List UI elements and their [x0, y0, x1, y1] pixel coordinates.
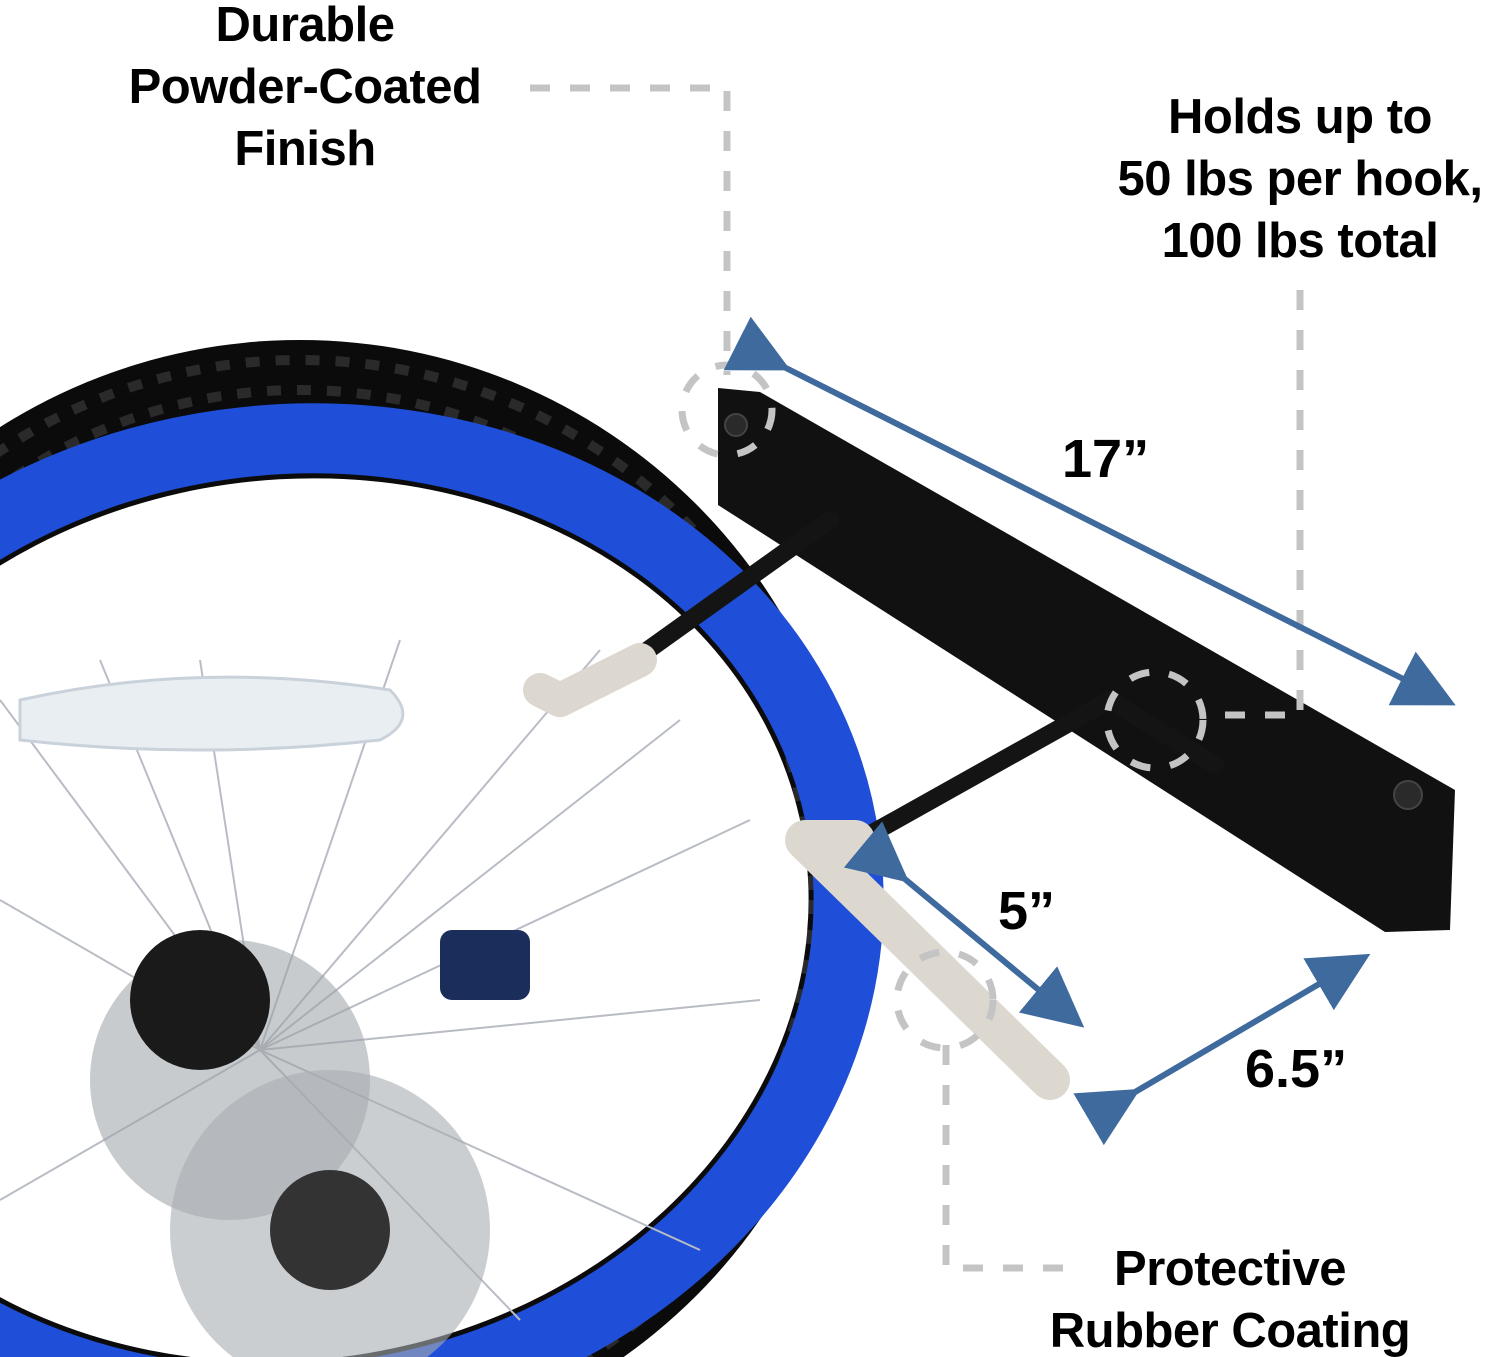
callout-line: 100 lbs total: [1161, 214, 1439, 268]
dimension-hook-depth: 6.5”: [1245, 1039, 1348, 1099]
callout-line: Rubber Coating: [1049, 1304, 1411, 1357]
callout-line: Holds up to: [1168, 90, 1432, 144]
callout-line: Powder-Coated: [128, 60, 482, 114]
callout-line: Durable: [215, 0, 395, 52]
callout-weight-capacity: Holds up to 50 lbs per hook, 100 lbs tot…: [1080, 86, 1500, 272]
dimension-plate-length: 17”: [1062, 429, 1150, 489]
callout-powder-coated-finish: Durable Powder-Coated Finish: [80, 0, 530, 180]
dimension-arrows: [723, 316, 1456, 1146]
callout-rubber-coating: Protective Rubber Coating: [1020, 1238, 1440, 1357]
callout-line: Finish: [234, 122, 376, 176]
callout-line: Protective: [1114, 1242, 1346, 1296]
dimension-hook-length: 5”: [998, 881, 1056, 941]
callout-line: 50 lbs per hook,: [1117, 152, 1483, 206]
